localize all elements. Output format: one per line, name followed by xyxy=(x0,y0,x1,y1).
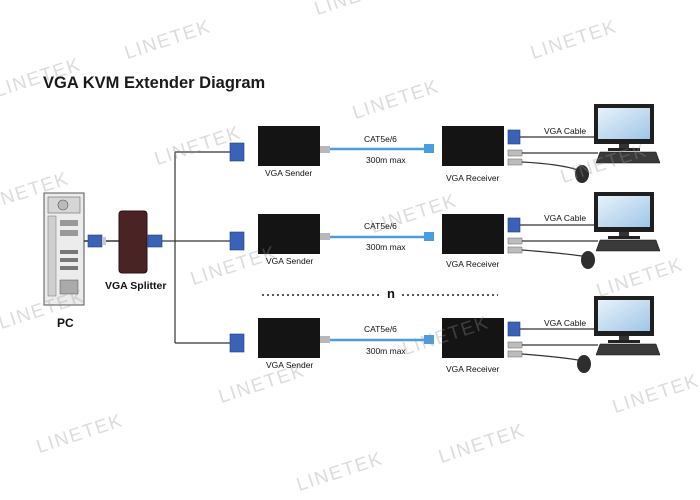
extender-chain-3 xyxy=(229,296,661,373)
sender-label: VGA Sender xyxy=(265,168,313,178)
vga-splitter-device xyxy=(118,210,148,274)
usb-plug-icon xyxy=(507,237,523,245)
usb-plug-icon xyxy=(507,149,523,157)
mouse-icon xyxy=(575,165,589,183)
usb-plug-icon xyxy=(507,350,523,358)
vga-connector-icon xyxy=(229,231,245,251)
pc-splitter-cable xyxy=(84,234,163,248)
keyboard-icon xyxy=(595,343,661,356)
rj45-plug-icon xyxy=(424,232,434,241)
sender-label: VGA Sender xyxy=(266,256,314,266)
vga-connector-icon xyxy=(507,129,521,145)
receiver-label: VGA Receiver xyxy=(446,173,500,183)
vga-connector-icon xyxy=(229,142,245,162)
vga-cable-label: VGA Cable xyxy=(544,213,587,223)
mouse-icon xyxy=(577,355,591,373)
receiver-label: VGA Receiver xyxy=(446,364,500,374)
vga-receiver-device xyxy=(442,318,504,358)
rj45-plug-icon xyxy=(424,144,434,153)
vga-connector-icon xyxy=(507,217,521,233)
n-label: n xyxy=(387,286,395,301)
keyboard-icon xyxy=(595,151,661,164)
extender-chain-2 xyxy=(229,192,661,269)
monitor-icon xyxy=(594,104,654,151)
vga-cable-label: VGA Cable xyxy=(544,318,587,328)
vga-connector-icon xyxy=(229,333,245,353)
usb-plug-icon xyxy=(507,158,523,166)
vga-receiver-device xyxy=(442,126,504,166)
usb-plug-icon xyxy=(507,246,523,254)
vga-connector-icon xyxy=(507,321,521,337)
distance-label: 300m max xyxy=(366,242,406,252)
monitor-icon xyxy=(594,296,654,343)
splitter-label: VGA Splitter xyxy=(105,280,167,292)
distance-label: 300m max xyxy=(366,346,406,356)
pc-label: PC xyxy=(57,316,74,330)
distance-label: 300m max xyxy=(366,155,406,165)
page-title: VGA KVM Extender Diagram xyxy=(43,74,266,92)
usb-plug-icon xyxy=(507,341,523,349)
vga-cable-label: VGA Cable xyxy=(544,126,587,136)
mouse-icon xyxy=(581,251,595,269)
vga-sender-device xyxy=(258,126,320,166)
cable-type-label: CAT5e/6 xyxy=(364,134,397,144)
splitter-trunk-lines xyxy=(162,151,230,344)
vga-sender-device xyxy=(258,214,320,254)
receiver-label: VGA Receiver xyxy=(446,259,500,269)
sender-label: VGA Sender xyxy=(266,360,314,370)
rj45-plug-icon xyxy=(424,335,434,344)
pc-tower-icon xyxy=(43,192,85,306)
monitor-icon xyxy=(594,192,654,239)
extender-chain-1 xyxy=(229,104,661,183)
keyboard-icon xyxy=(595,239,661,252)
vga-receiver-device xyxy=(442,214,504,254)
cable-type-label: CAT5e/6 xyxy=(364,221,397,231)
cable-type-label: CAT5e/6 xyxy=(364,324,397,334)
vga-sender-device xyxy=(258,318,320,358)
